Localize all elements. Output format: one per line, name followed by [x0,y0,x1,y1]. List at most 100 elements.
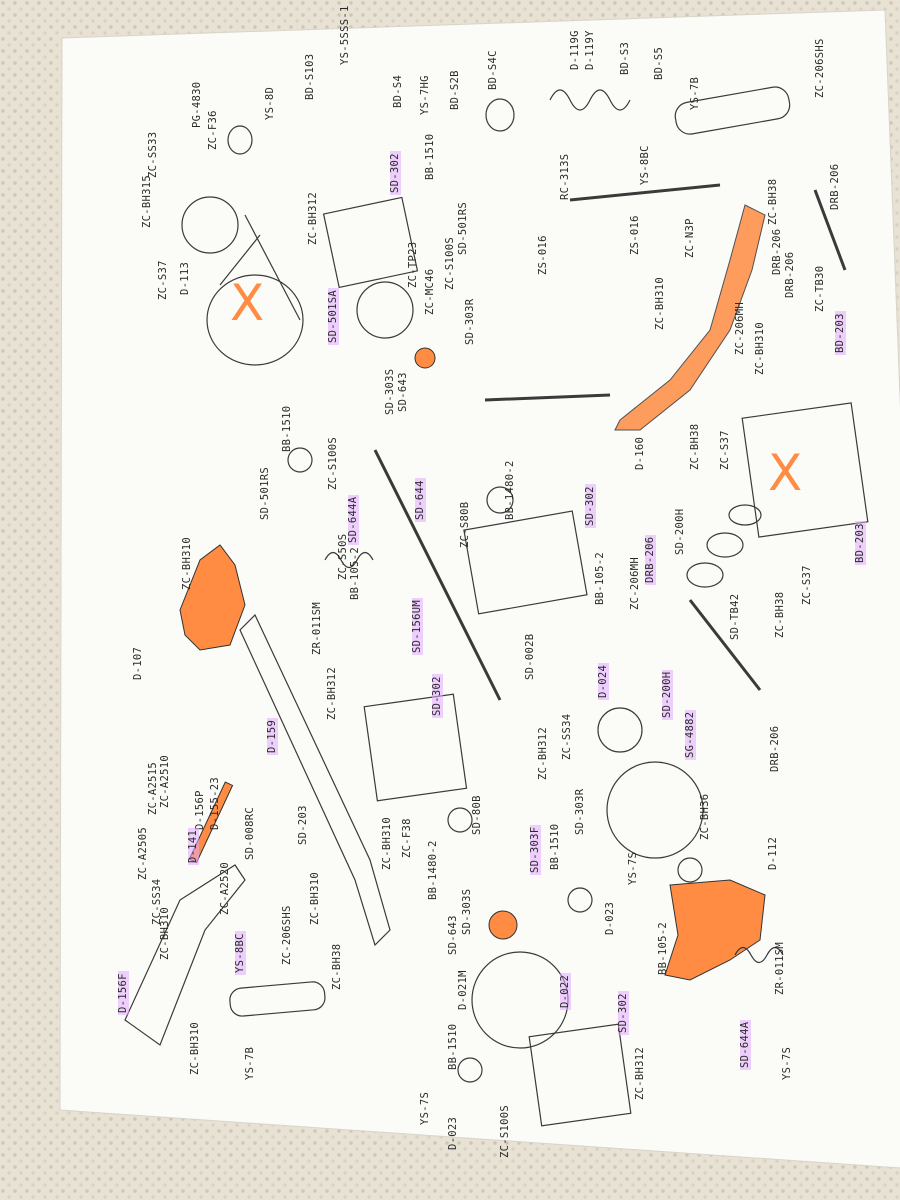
part-label-drb-206-d: DRB-206 [644,534,656,585]
part-label-zc-206mh-b: ZC-206MH [629,557,641,610]
part-label-bb-105-2-b: BB-105-2 [594,552,606,605]
servo-x-mark: X [768,444,802,502]
part-label-ys-7s-b: YS-7S [781,1046,793,1080]
part-label-zc-bh310-f: ZC-BH310 [309,872,321,925]
part-label-zc-mc46: ZC-MC46 [424,268,436,315]
part-label-sd-644: SD-644 [414,478,426,522]
parts-diagram-sheet: X X [30,0,900,1200]
part-label-zc-bh310-g: ZC-BH310 [189,1022,201,1075]
part-label-sd-643-b: SD-643 [447,915,459,955]
part-label-d-159: D-159 [266,717,278,755]
part-label-zc-a2510: ZC-A2510 [159,755,171,808]
part-label-zc-f38: ZC-F38 [401,818,413,858]
part-label-d-112: D-112 [767,836,779,870]
part-label-drb-206-b: DRB-206 [771,228,783,275]
part-label-sd-302-b: SD-302 [584,484,596,528]
part-label-sg-4882: SG-4882 [684,709,696,760]
part-label-sd-80b: SD-80B [471,795,483,835]
part-label-zc-bh310-d: ZC-BH310 [381,817,393,870]
part-label-sd-200h-a: SD-200H [674,508,686,555]
part-label-zc-s37-b: ZC-S37 [719,430,731,470]
paper-page: X X [59,9,900,1169]
part-label-bb-1480-2-a: BB-1480-2 [504,460,516,520]
part-label-sd-156um: SD-156UM [411,598,423,655]
part-label-sd-002b: SD-002B [524,633,536,680]
washer-c [686,562,724,588]
part-label-sd-501sa: SD-501SA [327,288,339,345]
part-label-ys-7s-a: YS-7S [627,851,639,885]
bearing-h [457,1057,483,1083]
part-label-zc-n3p: ZC-N3P [684,218,696,258]
part-label-zc-bh312-b: ZC-BH312 [326,667,338,720]
d-159-chassis-rail [239,613,391,947]
part-label-zc-f36: ZC-F36 [207,110,219,150]
part-label-pg-4830: PG-4830 [191,81,203,128]
part-label-zc-bh310-c: ZC-BH310 [181,537,193,590]
part-label-d-113: D-113 [179,261,191,295]
motor-body [206,274,304,366]
spring-top [549,89,631,111]
shaft-rod [484,393,611,402]
part-label-zc-bh38-a: ZC-BH38 [767,178,779,225]
bearing-e [447,807,473,833]
part-label-sd-644a-b: SD-644A [739,1019,751,1070]
part-label-drb-206-c: DRB-206 [784,251,796,298]
part-label-bb-1510-a: BB-1510 [424,133,436,180]
part-label-sd-501rs-a: SD-501RS [457,202,469,255]
part-label-zc-ss34-a: ZC-SS34 [561,713,573,760]
part-label-sd-501rs-b: SD-501RS [259,467,271,520]
part-label-ys-8bc-b: YS-8BC [234,931,246,975]
part-label-zc-s37-c: ZC-S37 [801,565,813,605]
part-label-ys-7b-a: YS-7B [689,76,701,110]
part-label-bb-1510-c: BB-1510 [549,823,561,870]
part-label-zc-a2520: ZC-A2520 [219,862,231,915]
part-label-zc-bh312-c: ZC-BH312 [537,727,549,780]
spring-right [734,946,784,964]
part-label-zc-206shs-a: ZC-206SHS [814,38,826,98]
bearing-f [567,887,593,913]
part-label-sd-303f: SD-303F [529,824,541,875]
part-label-sd-302-c: SD-302 [431,674,443,718]
part-label-zr-011sm-b: ZR-011SM [774,942,786,995]
part-label-d-107: D-107 [132,646,144,680]
part-label-rc-313s: RC-313S [559,153,571,200]
part-label-sd-303r-b: SD-303R [574,788,586,835]
part-label-zc-206shs-b: ZC-206SHS [281,905,293,965]
part-label-d-024: D-024 [597,662,609,700]
part-label-d-021m: D-021M [457,970,469,1010]
bearing-b [485,98,515,132]
part-label-sd-008rc: SD-008RC [244,807,256,860]
part-label-sd-644a-a: SD-644A [347,494,359,545]
part-label-sd-302-d: SD-302 [617,991,629,1035]
part-label-zc-s100s-a: ZC-S100S [444,237,456,290]
part-label-bb-105-2-c: BB-105-2 [657,922,669,975]
part-label-ys-7hg: YS-7HG [419,75,431,115]
part-label-d-119g: D-119G [569,30,581,70]
part-label-sd-tb42: SD-TB42 [729,593,741,640]
part-label-drb-206-a: DRB-206 [829,163,841,210]
bevel-gear [356,281,414,339]
part-label-zc-bh38-d: ZC-BH38 [331,943,343,990]
part-label-d-155-23: D-155-23 [209,777,221,830]
gearbox-low [363,693,468,802]
part-label-drb-206-e: DRB-206 [769,725,781,772]
part-label-zs-016-b: ZS-016 [629,215,641,255]
part-label-bb-1510-b: BB-1510 [281,405,293,452]
spur-gear-large [606,761,704,859]
part-label-zc-s50s: ZC-S50S [337,533,349,580]
washer-b [706,532,744,558]
part-label-zc-bh310-e: ZC-BH310 [159,907,171,960]
part-label-zc-s37-a: ZC-S37 [157,260,169,300]
part-label-zc-bh310-a: ZC-BH310 [654,277,666,330]
part-label-zc-tp23: ZC-TP23 [407,241,419,288]
bearing-c [287,447,313,473]
part-label-sd-643-a: SD-643 [397,372,409,412]
part-label-zc-ss33: ZC-SS33 [147,131,159,178]
shaft-long [373,449,502,701]
part-label-zc-a2515: ZC-A2515 [147,762,159,815]
part-label-zc-bh315: ZC-BH315 [141,175,153,228]
bearing-a [227,125,253,155]
part-label-d-156p: D-156P [194,790,206,830]
part-label-zc-tb30: ZC-TB30 [814,265,826,312]
washer-a [728,504,762,526]
